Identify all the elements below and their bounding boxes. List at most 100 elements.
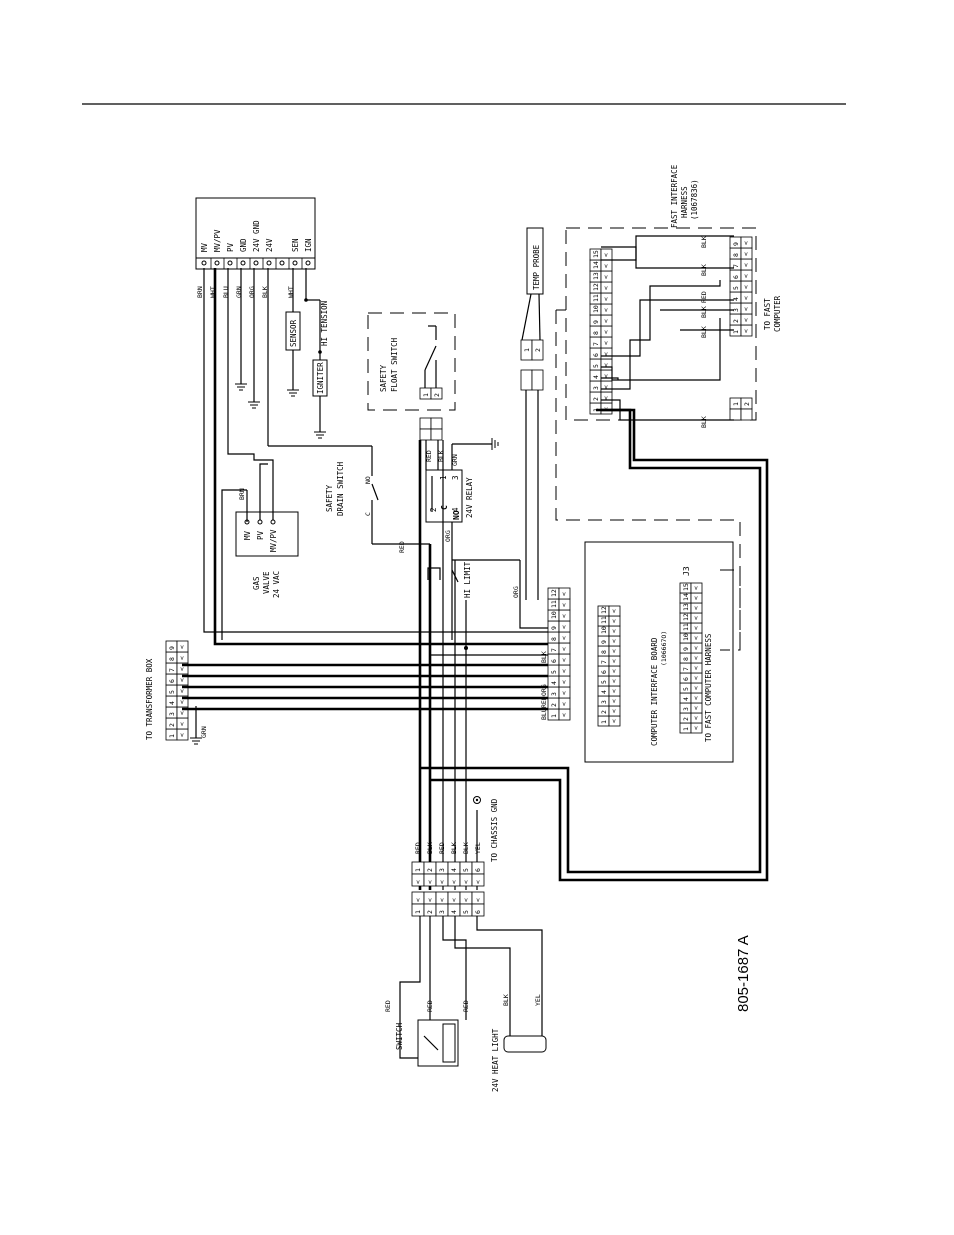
- terminal-icon: [253, 260, 259, 266]
- pin-latch-icon: <: [462, 898, 470, 902]
- safety-drain-switch: SAFETY DRAIN SWITCH NO C RED: [267, 268, 430, 553]
- pin-latch-icon: <: [610, 719, 618, 723]
- igniter: HI TENSION IGNITER: [304, 268, 329, 439]
- pin-latch-icon: <: [610, 699, 618, 703]
- chassis-gnd-label: TO CHASSIS GND: [490, 798, 499, 862]
- pin-j2-4: 4: [550, 681, 558, 685]
- drain-switch-no: NO: [364, 476, 372, 484]
- pin-cib-j2-3: 3: [600, 700, 608, 704]
- lower-pin-b-3: 3: [438, 910, 446, 914]
- switch-assembly: SWITCH RED RED RED: [384, 916, 470, 1067]
- lower-pin-1: 1: [414, 868, 422, 872]
- gas-valve-label-3: 24 VAC: [272, 571, 281, 598]
- lower-wire-3: BLK: [450, 842, 458, 854]
- pin-latch-icon: <: [560, 691, 568, 695]
- relay-label: 24V RELAY: [465, 477, 474, 518]
- pin-latch-icon: <: [178, 700, 186, 704]
- pin-cib-j3-2: 2: [682, 717, 690, 721]
- fc-pin-b: 2: [743, 402, 751, 406]
- top-wire-5: BLK: [261, 286, 269, 298]
- pin-latch-icon: <: [742, 285, 750, 289]
- pin-latch-icon: <: [560, 636, 568, 640]
- j2-wire-blu: BLU: [540, 708, 548, 720]
- pin-tb-4: 4: [168, 701, 176, 705]
- pin-cib-j2-7: 7: [600, 660, 608, 664]
- pin-latch-icon: <: [602, 319, 610, 323]
- lower-pin-5: 5: [462, 868, 470, 872]
- pin-cib-j3-11: 11: [682, 623, 690, 631]
- pin-latch-icon: <: [602, 330, 610, 334]
- pin-cib-j3-1: 1: [682, 727, 690, 731]
- fast-computer-connector: 1<2<3<4<5<6<7<8<9< 1 2 TO FAST COMPUTER: [729, 236, 782, 421]
- j3-label: J3: [682, 566, 691, 576]
- pin-tb-9: 9: [168, 646, 176, 650]
- fast-wire-color-5: BLK: [700, 326, 708, 338]
- pin-cib-j3-13: 13: [682, 603, 690, 611]
- pin-fast-13: 13: [592, 272, 600, 280]
- pin-latch-icon: <: [560, 713, 568, 717]
- float-pin-1: 1: [422, 393, 430, 397]
- pin-latch-icon: <: [742, 296, 750, 300]
- pin-j2-3: 3: [550, 692, 558, 696]
- pin-latch-icon: <: [692, 686, 700, 690]
- pin-fc-9: 9: [732, 242, 740, 246]
- relay-wire-red: RED: [425, 450, 433, 462]
- lower-pin-4: 4: [450, 868, 458, 872]
- pin-latch-icon: <: [742, 241, 750, 245]
- ground-icon: [491, 438, 499, 450]
- pin-tb-8: 8: [168, 657, 176, 661]
- drawing-number: 805-1687 A: [735, 935, 752, 1012]
- j2-wire-blk: BLK: [540, 651, 548, 663]
- igniter-label: IGNITER: [316, 362, 325, 394]
- heat-light: 24V HEAT LIGHT BLK YEL: [454, 916, 547, 1092]
- pin-latch-icon: <: [462, 880, 470, 884]
- terminal-icon: [240, 260, 246, 266]
- gas-valve-term-mv: MV: [243, 530, 252, 540]
- relay-wire-blk: BLK: [437, 450, 445, 462]
- relay-pin-3: 3: [451, 475, 460, 480]
- top-wire-0: BRN: [196, 286, 204, 298]
- top-terminal-8: IGN: [304, 238, 313, 252]
- hi-tension-label: HI TENSION: [320, 301, 329, 346]
- pin-cib-j2-11: 11: [600, 616, 608, 624]
- fast-harness-connector: 1<2<3<4<5<6<7<8<9<10<11<12<13<14<15< FAS…: [589, 164, 699, 415]
- pin-latch-icon: <: [178, 656, 186, 660]
- pin-j2-9: 9: [550, 626, 558, 630]
- top-terminal-4: 24V GND: [252, 220, 261, 252]
- pin-latch-icon: <: [610, 619, 618, 623]
- pin-cib-j3-8: 8: [682, 657, 690, 661]
- pin-latch-icon: <: [560, 592, 568, 596]
- pin-latch-icon: <: [560, 669, 568, 673]
- pin-latch-icon: <: [602, 308, 610, 312]
- pin-latch-icon: <: [602, 297, 610, 301]
- pin-latch-icon: <: [742, 252, 750, 256]
- pin-j2-7: 7: [550, 648, 558, 652]
- cib-part: (106667O): [660, 631, 668, 666]
- heat-light-wire-yel: YEL: [534, 994, 542, 1006]
- pin-fc-6: 6: [732, 275, 740, 279]
- pin-fast-10: 10: [592, 305, 600, 313]
- pin-cib-j2-12: 12: [600, 606, 608, 614]
- top-terminal-2: PV: [226, 242, 235, 252]
- pin-latch-icon: <: [602, 341, 610, 345]
- pin-latch-icon: <: [692, 696, 700, 700]
- pin-fast-15: 15: [592, 250, 600, 258]
- pin-fast-2: 2: [592, 397, 600, 401]
- pin-latch-icon: <: [610, 689, 618, 693]
- pin-j2-11: 11: [550, 600, 558, 608]
- pin-latch-icon: <: [178, 645, 186, 649]
- pin-latch-icon: <: [450, 898, 458, 902]
- top-wire-7: WHT: [287, 286, 295, 298]
- pin-fc-4: 4: [732, 297, 740, 301]
- fc-pin-a: 1: [732, 402, 740, 406]
- probe-pin-2: 2: [534, 348, 542, 352]
- switch-wire-3: RED: [462, 1000, 470, 1012]
- terminal-icon: [266, 260, 272, 266]
- pin-fc-3: 3: [732, 308, 740, 312]
- pin-cib-j3-6: 6: [682, 677, 690, 681]
- lower-pin-b-1: 1: [414, 910, 422, 914]
- lower-wire-1: BLK: [426, 842, 434, 854]
- float-pin-2: 2: [433, 393, 441, 397]
- fast-harness-label-2: HARNESS: [680, 186, 689, 218]
- gas-valve-term-pv: PV: [256, 530, 265, 540]
